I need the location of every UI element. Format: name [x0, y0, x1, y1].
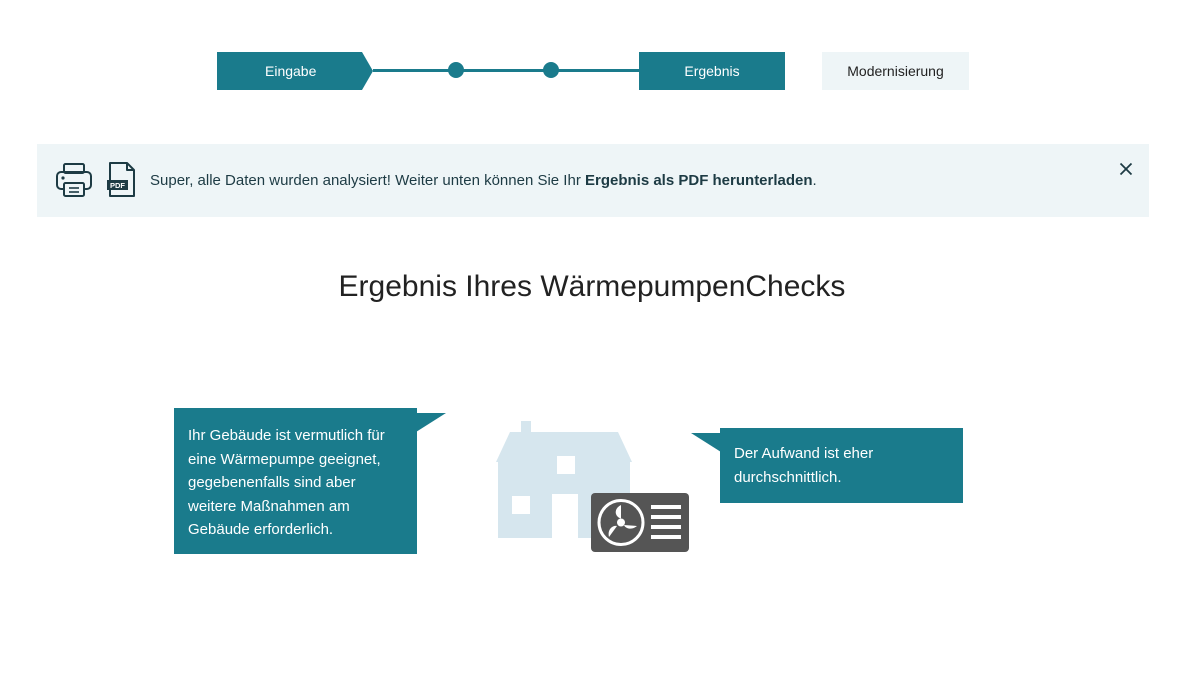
step-dot-3[interactable] — [543, 62, 559, 78]
suitability-bubble-tail — [416, 413, 446, 432]
pdf-icon[interactable]: PDF — [107, 161, 137, 204]
notice-text-suffix: . — [812, 172, 817, 189]
step-modernisierung-label: Modernisierung — [847, 63, 944, 79]
notice-text-prefix: Super, alle Daten wurden analysiert! Wei… — [150, 172, 585, 189]
step-eingabe-label: Eingabe — [265, 63, 317, 79]
page-title: Ergebnis Ihres WärmepumpenChecks — [338, 270, 846, 303]
pdf-icon-label: PDF — [110, 181, 125, 190]
stepper-line — [373, 69, 639, 72]
step-ergebnis-label: Ergebnis — [684, 63, 740, 79]
heat-pump-icon — [591, 493, 689, 557]
step-eingabe[interactable]: Eingabe — [217, 52, 373, 90]
progress-stepper: Eingabe Ergebnis Modernisierung — [0, 0, 1180, 110]
suitability-bubble: Ihr Gebäude ist vermutlich für eine Wärm… — [174, 408, 417, 554]
notice-pdf-link[interactable]: Ergebnis als PDF herunterladen — [584, 172, 813, 189]
step-dot-2[interactable] — [448, 62, 464, 78]
step-modernisierung[interactable]: Modernisierung — [822, 52, 969, 90]
notice-message: Super, alle Daten wurden analysiert! Wei… — [150, 172, 817, 189]
success-notice: PDF Super, alle Daten wurden analysiert!… — [37, 144, 1149, 217]
effort-bubble: Der Aufwand ist eher durchschnittlich. — [720, 428, 963, 503]
suitability-text: Ihr Gebäude ist vermutlich für eine Wärm… — [188, 427, 385, 538]
printer-icon[interactable] — [55, 161, 93, 204]
effort-bubble-tail — [691, 433, 721, 452]
close-icon[interactable] — [1119, 162, 1133, 176]
step-ergebnis[interactable]: Ergebnis — [639, 52, 785, 90]
effort-text: Der Aufwand ist eher durchschnittlich. — [734, 445, 874, 486]
